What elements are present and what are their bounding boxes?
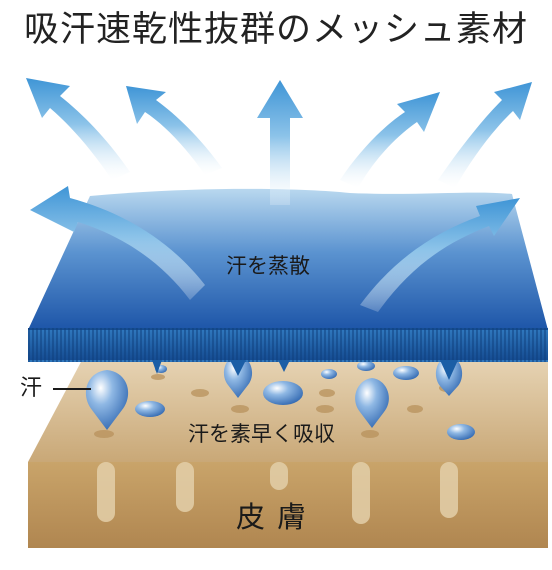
skin-block xyxy=(28,360,548,548)
label-skin: 皮膚 xyxy=(236,500,319,534)
sweat-drops xyxy=(85,355,475,440)
page-title: 吸汗速乾性抜群のメッシュ素材 xyxy=(23,10,528,50)
evaporation-arrows xyxy=(26,78,532,312)
label-sweat-text: 汗 xyxy=(20,376,43,401)
label-absorb: 汗を素早く吸収 xyxy=(188,422,335,446)
sweat-pointer-line xyxy=(53,388,92,390)
label-evaporate: 汗を蒸散 xyxy=(226,254,310,278)
mesh-fabric xyxy=(28,188,548,380)
label-sweat: 汗 xyxy=(20,370,92,402)
